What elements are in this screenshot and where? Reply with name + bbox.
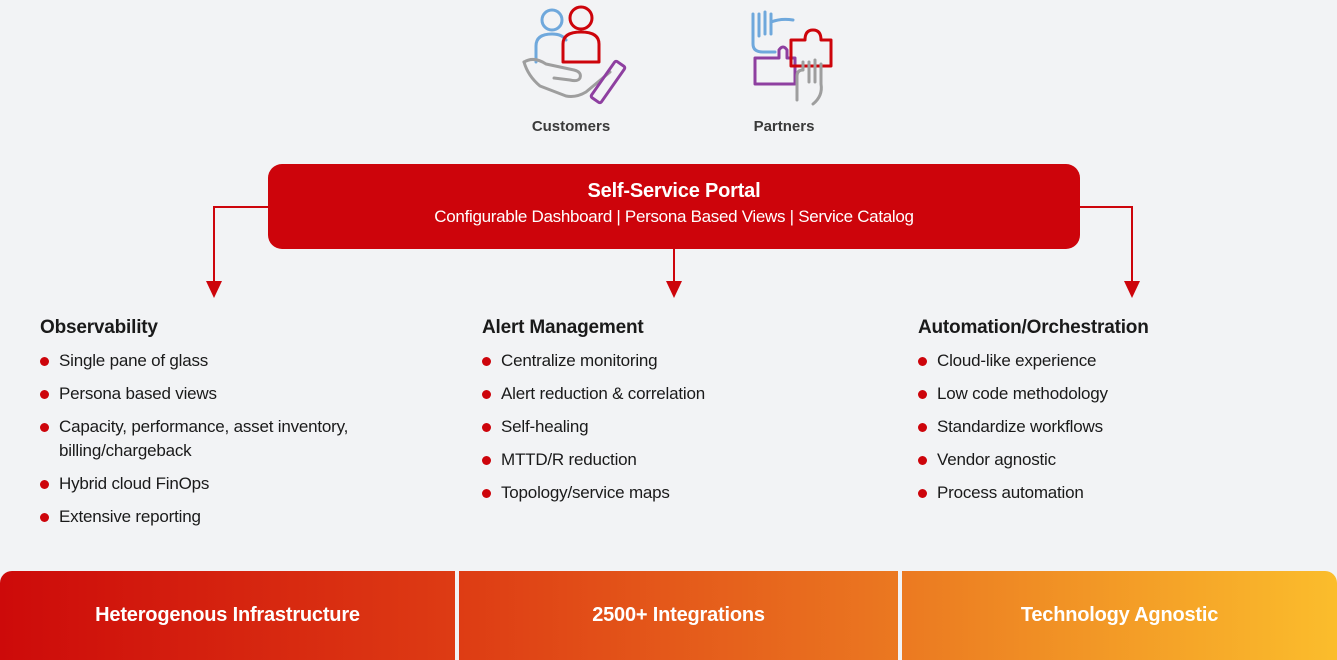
customers-persona: Customers (491, 0, 651, 135)
arrow-right (1080, 206, 1133, 282)
list-item: Cloud-like experience (918, 349, 1318, 373)
column-title: Automation/Orchestration (918, 317, 1149, 338)
band-segment-technology: Technology Agnostic (1020, 604, 1219, 626)
list-item: Low code methodology (918, 382, 1318, 406)
partners-label: Partners (753, 118, 815, 135)
bullet-dot-icon (40, 357, 49, 366)
list-item: Hybrid cloud FinOps (40, 472, 430, 496)
alert-management-column: Alert Management Centralize monitoring A… (482, 317, 872, 514)
bullet-dot-icon (918, 390, 927, 399)
bullet-dot-icon (40, 390, 49, 399)
self-service-portal-box: Self-Service Portal Configurable Dashboa… (268, 164, 1080, 249)
list-item: Self-healing (482, 415, 872, 439)
list-item: MTTD/R reduction (482, 448, 872, 472)
bullet-dot-icon (482, 357, 491, 366)
list-item: Centralize monitoring (482, 349, 872, 373)
bullet-dot-icon (918, 456, 927, 465)
list-item: Process automation (918, 481, 1318, 505)
bullet-dot-icon (482, 456, 491, 465)
partners-puzzle-icon (751, 10, 833, 106)
arrowhead-right-icon (1124, 281, 1140, 298)
observability-column: Observability Single pane of glass Perso… (40, 317, 430, 538)
list-item: Persona based views (40, 382, 430, 406)
bullet-dot-icon (482, 423, 491, 432)
column-title: Alert Management (482, 317, 644, 338)
bullet-dot-icon (918, 489, 927, 498)
arrowhead-left-icon (206, 281, 222, 298)
column-title: Observability (40, 317, 158, 338)
capabilities-band: Heterogenous Infrastructure 2500+ Integr… (0, 571, 1337, 660)
bullet-dot-icon (40, 513, 49, 522)
band-segment-integrations: 2500+ Integrations (459, 571, 902, 660)
list-item: Single pane of glass (40, 349, 430, 373)
bullet-dot-icon (482, 489, 491, 498)
bullet-dot-icon (918, 423, 927, 432)
list-item: Alert reduction & correlation (482, 382, 872, 406)
partners-persona: Partners (704, 0, 864, 135)
bullet-dot-icon (918, 357, 927, 366)
bullet-dot-icon (40, 423, 49, 432)
bullet-dot-icon (482, 390, 491, 399)
portal-title: Self-Service Portal (587, 180, 761, 202)
portal-subtitle: Configurable Dashboard | Persona Based V… (434, 207, 914, 226)
list-item: Capacity, performance, asset inventory, … (40, 415, 430, 463)
list-item: Vendor agnostic (918, 448, 1318, 472)
list-item: Extensive reporting (40, 505, 430, 529)
customers-label: Customers (531, 118, 611, 135)
list-item: Topology/service maps (482, 481, 872, 505)
arrowhead-center-icon (666, 281, 682, 298)
connector-arrows (206, 206, 1140, 298)
customers-hand-icon (522, 5, 627, 105)
bullet-dot-icon (40, 480, 49, 489)
arrow-left (213, 206, 268, 282)
automation-orchestration-column: Automation/Orchestration Cloud-like expe… (918, 317, 1318, 514)
list-item: Standardize workflows (918, 415, 1318, 439)
band-segment-infrastructure: Heterogenous Infrastructure (0, 571, 459, 660)
